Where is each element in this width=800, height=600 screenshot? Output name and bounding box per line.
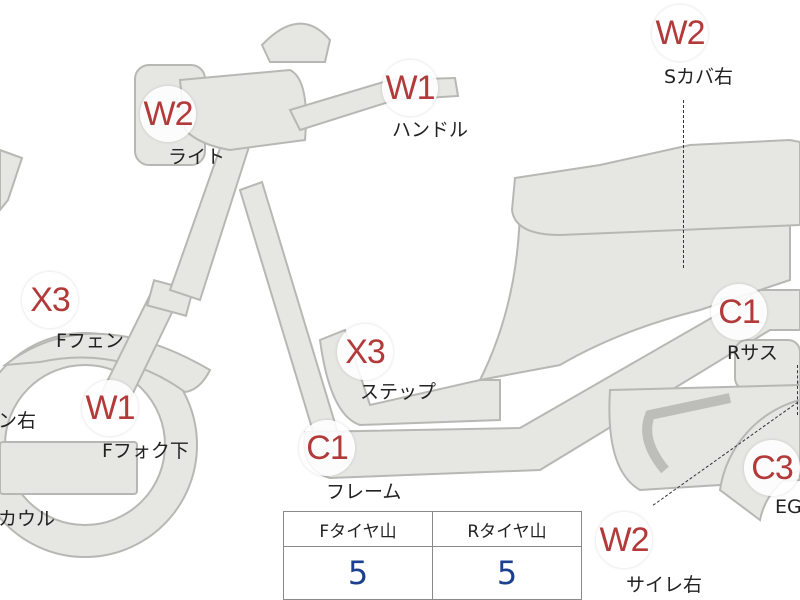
- code-badge-step: X3: [337, 324, 393, 380]
- front-cowl: [0, 441, 138, 495]
- code-badge-headlight: W2: [140, 86, 196, 142]
- leader-side-cover: [683, 100, 684, 268]
- table-header-row: Fタイヤ山 Rタイヤ山: [283, 511, 582, 547]
- label-headlight: ライト: [168, 146, 226, 168]
- label-handlebar: ハンドル: [392, 119, 469, 141]
- label-rear-suspension: Rサス: [727, 342, 778, 364]
- label-partial-lower: カウル: [0, 508, 56, 530]
- code-badge-front-fender: X3: [22, 272, 78, 328]
- label-engine: EG: [775, 496, 800, 518]
- left-crop-part: [0, 148, 24, 212]
- label-step: ステップ: [360, 381, 437, 403]
- tire-tread-table: Fタイヤ山 Rタイヤ山 5 5: [283, 511, 582, 600]
- label-front-fender: Fフェン: [56, 330, 124, 352]
- front-fender-shape: [1, 332, 212, 394]
- label-front-fork: Fフォク下: [102, 440, 189, 462]
- label-frame: フレーム: [326, 481, 402, 503]
- header-rear-tire: Rタイヤ山: [432, 511, 582, 547]
- label-muffler: サイレ右: [626, 574, 703, 596]
- label-side-cover: Sカバ右: [664, 66, 734, 88]
- seat: [510, 138, 800, 237]
- code-badge-frame: C1: [299, 420, 355, 476]
- handle-cover: [178, 68, 307, 152]
- down-tube: [238, 180, 342, 450]
- mirror: [260, 22, 332, 63]
- label-partial-upper: ン右: [0, 410, 37, 432]
- engine-guard: [642, 393, 732, 474]
- code-badge-handlebar: W1: [382, 60, 438, 116]
- code-badge-front-fork: W1: [82, 380, 138, 436]
- header-front-tire: Fタイヤ山: [283, 511, 433, 547]
- table-row: 5 5: [283, 546, 582, 600]
- code-badge-side-cover: W2: [652, 5, 708, 61]
- leader-rear-suspension: [797, 365, 798, 415]
- code-badge-muffler: W2: [596, 512, 652, 568]
- code-badge-rear-suspension: C1: [711, 284, 767, 340]
- value-front-tire: 5: [283, 546, 433, 600]
- code-badge-engine: C3: [744, 440, 800, 496]
- value-rear-tire: 5: [432, 546, 582, 600]
